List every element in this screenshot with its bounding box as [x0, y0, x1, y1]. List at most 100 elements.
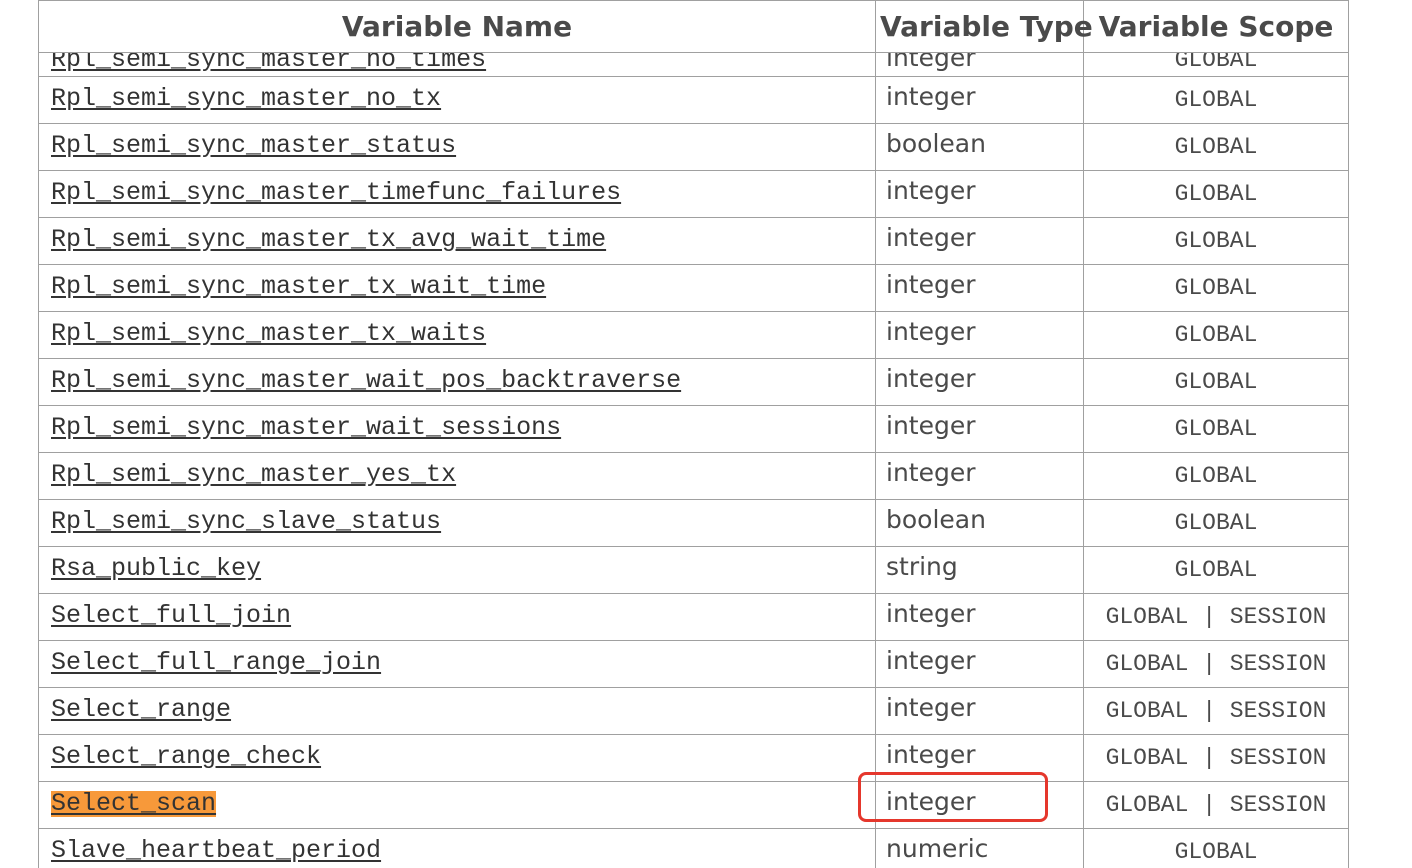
variable-type: integer — [886, 176, 976, 205]
variable-link[interactable]: Rpl_semi_sync_master_timefunc_failures — [51, 178, 622, 207]
variable-link[interactable]: Select_full_range_join — [51, 648, 382, 677]
table-row: Select_range_check integer GLOBAL | SESS… — [38, 734, 1349, 782]
type-cell: boolean — [875, 123, 1084, 171]
variable-type: boolean — [886, 129, 986, 158]
variable-scope: GLOBAL — [1174, 181, 1258, 207]
name-cell: Rpl_semi_sync_master_timefunc_failures — [38, 170, 876, 218]
variable-type: numeric — [886, 834, 989, 863]
name-cell: Rpl_semi_sync_master_no_tx — [38, 76, 876, 124]
table-row: Rpl_semi_sync_master_wait_pos_backtraver… — [38, 358, 1349, 406]
variable-link[interactable]: Select_full_join — [51, 601, 292, 630]
variable-link[interactable]: Rpl_semi_sync_master_tx_wait_time — [51, 272, 547, 301]
name-cell: Rsa_public_key — [38, 546, 876, 594]
variable-type: integer — [886, 82, 976, 111]
variable-type: integer — [886, 787, 976, 816]
variable-type: integer — [886, 411, 976, 440]
table-row: Rsa_public_key string GLOBAL — [38, 546, 1349, 594]
scope-cell: GLOBAL — [1083, 828, 1349, 868]
status-variables-table: Variable Name Variable Type Variable Sco… — [38, 0, 1349, 868]
name-cell: Rpl_semi_sync_master_tx_waits — [38, 311, 876, 359]
table-row: Rpl_semi_sync_master_status boolean GLOB… — [38, 123, 1349, 171]
name-cell: Rpl_semi_sync_master_tx_wait_time — [38, 264, 876, 312]
type-cell: boolean — [875, 499, 1084, 547]
variable-link[interactable]: Slave_heartbeat_period — [51, 836, 382, 865]
table-row: Rpl_semi_sync_master_tx_wait_time intege… — [38, 264, 1349, 312]
type-cell: integer — [875, 405, 1084, 453]
name-cell: Select_scan — [38, 781, 876, 829]
variable-scope: GLOBAL | SESSION — [1105, 651, 1327, 677]
type-cell: numeric — [875, 828, 1084, 868]
variable-type: integer — [886, 270, 976, 299]
table-row: Rpl_semi_sync_master_timefunc_failures i… — [38, 170, 1349, 218]
scope-cell: GLOBAL | SESSION — [1083, 734, 1349, 782]
header-variable-scope: Variable Scope — [1083, 0, 1349, 53]
variable-link[interactable]: Rpl_semi_sync_master_wait_sessions — [51, 413, 562, 442]
variable-link[interactable]: Rpl_semi_sync_master_wait_pos_backtraver… — [51, 366, 682, 395]
table-row: Rpl_semi_sync_master_tx_avg_wait_time in… — [38, 217, 1349, 265]
type-cell: integer — [875, 264, 1084, 312]
variable-type: integer — [886, 740, 976, 769]
variable-type: integer — [886, 52, 976, 72]
variable-link[interactable]: Rpl_semi_sync_master_no_times — [51, 52, 487, 74]
variable-link[interactable]: Select_range_check — [51, 742, 322, 771]
variable-link-highlighted[interactable]: Select_scan — [51, 789, 217, 818]
table-row: Select_full_range_join integer GLOBAL | … — [38, 640, 1349, 688]
scope-cell: GLOBAL — [1083, 52, 1349, 77]
type-cell: integer — [875, 734, 1084, 782]
variable-link[interactable]: Rpl_semi_sync_master_tx_avg_wait_time — [51, 225, 607, 254]
table-row: Rpl_semi_sync_master_tx_waits integer GL… — [38, 311, 1349, 359]
variable-scope: GLOBAL — [1174, 510, 1258, 536]
variable-scope: GLOBAL — [1174, 275, 1258, 301]
type-cell: integer — [875, 452, 1084, 500]
name-cell: Rpl_semi_sync_master_status — [38, 123, 876, 171]
variable-link[interactable]: Rpl_semi_sync_master_tx_waits — [51, 319, 487, 348]
scope-cell: GLOBAL — [1083, 76, 1349, 124]
scope-cell: GLOBAL — [1083, 217, 1349, 265]
name-cell: Rpl_semi_sync_master_wait_pos_backtraver… — [38, 358, 876, 406]
scope-cell: GLOBAL — [1083, 452, 1349, 500]
variable-scope: GLOBAL — [1174, 87, 1258, 113]
scope-cell: GLOBAL — [1083, 358, 1349, 406]
variable-link[interactable]: Select_range — [51, 695, 232, 724]
table-row: Rpl_semi_sync_slave_status boolean GLOBA… — [38, 499, 1349, 547]
name-cell: Select_range_check — [38, 734, 876, 782]
table-row: Rpl_semi_sync_master_yes_tx integer GLOB… — [38, 452, 1349, 500]
type-cell: integer — [875, 217, 1084, 265]
table-row: Rpl_semi_sync_master_no_times integer GL… — [38, 52, 1349, 77]
table-row: Select_full_join integer GLOBAL | SESSIO… — [38, 593, 1349, 641]
scope-cell: GLOBAL — [1083, 499, 1349, 547]
type-cell: integer — [875, 76, 1084, 124]
scope-cell: GLOBAL — [1083, 311, 1349, 359]
variable-scope: GLOBAL | SESSION — [1105, 604, 1327, 630]
table-row: Rpl_semi_sync_master_wait_sessions integ… — [38, 405, 1349, 453]
variable-scope: GLOBAL — [1174, 557, 1258, 583]
variable-link[interactable]: Rpl_semi_sync_slave_status — [51, 507, 442, 536]
variable-type: integer — [886, 693, 976, 722]
scope-cell: GLOBAL | SESSION — [1083, 593, 1349, 641]
scope-cell: GLOBAL — [1083, 123, 1349, 171]
variable-type: integer — [886, 646, 976, 675]
variable-type: integer — [886, 458, 976, 487]
variable-scope: GLOBAL — [1174, 416, 1258, 442]
variable-scope: GLOBAL — [1174, 52, 1258, 73]
scope-cell: GLOBAL — [1083, 264, 1349, 312]
variable-link[interactable]: Rpl_semi_sync_master_yes_tx — [51, 460, 457, 489]
type-cell: integer — [875, 311, 1084, 359]
variable-type: boolean — [886, 505, 986, 534]
name-cell: Select_full_range_join — [38, 640, 876, 688]
variable-link[interactable]: Rpl_semi_sync_master_no_tx — [51, 84, 442, 113]
variable-link[interactable]: Rsa_public_key — [51, 554, 262, 583]
type-cell: integer — [875, 358, 1084, 406]
name-cell: Rpl_semi_sync_master_tx_avg_wait_time — [38, 217, 876, 265]
variable-type: string — [886, 552, 958, 581]
type-cell: integer — [875, 170, 1084, 218]
variable-scope: GLOBAL — [1174, 228, 1258, 254]
variable-link[interactable]: Rpl_semi_sync_master_status — [51, 131, 457, 160]
variable-scope: GLOBAL | SESSION — [1105, 792, 1327, 818]
table-row: Select_range integer GLOBAL | SESSION — [38, 687, 1349, 735]
header-variable-name: Variable Name — [38, 0, 876, 53]
name-cell: Select_range — [38, 687, 876, 735]
variable-type: integer — [886, 223, 976, 252]
variable-scope: GLOBAL — [1174, 839, 1258, 865]
variable-scope: GLOBAL | SESSION — [1105, 745, 1327, 771]
